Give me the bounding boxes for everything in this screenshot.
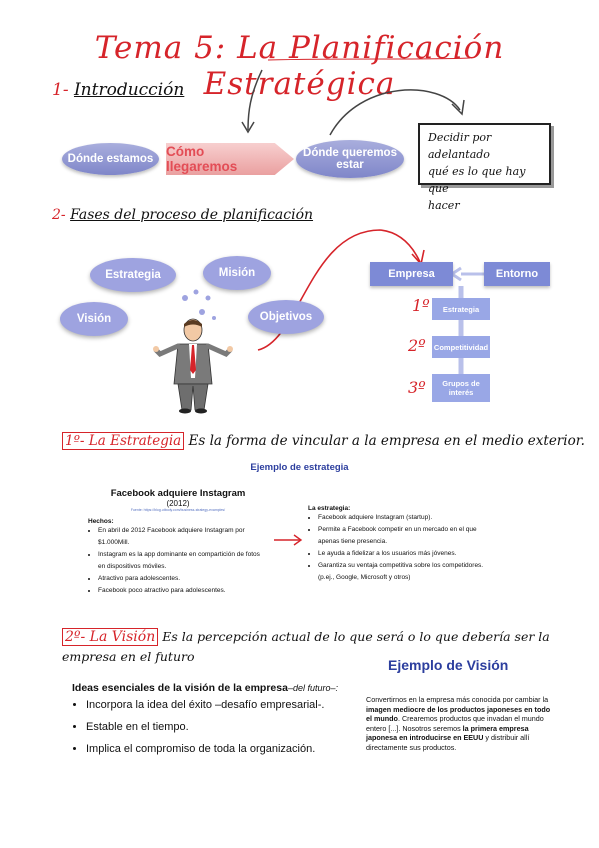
idea-item: Implica el compromiso de toda la organiz… bbox=[86, 738, 362, 760]
ideas-title: Ideas esenciales de la visión de la empr… bbox=[72, 682, 288, 694]
strategy-item: Permite a Facebook competir en un mercad… bbox=[318, 524, 488, 548]
strategy-item: Le ayuda a fidelizar a los usuarios más … bbox=[318, 548, 488, 560]
note-line-2: qué es lo que hay que bbox=[428, 165, 526, 195]
box-entorno: Entorno bbox=[484, 262, 550, 286]
section-number: 2- bbox=[52, 207, 66, 223]
section-label: Fases del proceso de planificación bbox=[70, 207, 314, 223]
step-1-number: 1º bbox=[412, 296, 430, 315]
facebook-example-left: Facebook adquiere Instagram (2012) Fuent… bbox=[88, 488, 268, 597]
vision-quote: Convertirnos en la empresa más conocida … bbox=[366, 695, 556, 752]
strategy-example-title: Ejemplo de estrategia bbox=[250, 462, 349, 473]
section-fases: 2- Fases del proceso de planificación bbox=[52, 207, 313, 223]
businessman-illustration bbox=[153, 318, 233, 414]
fact-item: Facebook poco atractivo para adolescente… bbox=[98, 585, 268, 597]
strategy-label: 1º- La Estrategia bbox=[62, 432, 185, 450]
facts-list: En abril de 2012 Facebook adquiere Insta… bbox=[88, 525, 268, 597]
step-competitividad: Competitividad bbox=[432, 336, 490, 358]
cloud-estrategia: Estrategia bbox=[90, 258, 176, 292]
section-number: 1- bbox=[52, 80, 69, 100]
box-empresa: Empresa bbox=[370, 262, 453, 286]
section-introduccion: 1- Introducción bbox=[52, 80, 184, 100]
vision-heading: 2º- La Visión Es la percepción actual de… bbox=[62, 627, 552, 667]
facebook-source: Fuente: https://blog.utbody.com/business… bbox=[130, 508, 226, 512]
note-line-1: Decidir por adelantado bbox=[428, 131, 492, 161]
strategy-items-list: Facebook adquiere Instagram (startup). P… bbox=[308, 512, 488, 584]
ideas-list: Incorpora la idea del éxito –desafío emp… bbox=[72, 694, 362, 760]
cloud-vision: Visión bbox=[60, 302, 128, 336]
section-label: Introducción bbox=[73, 80, 185, 100]
step-estrategia: Estrategia bbox=[432, 298, 490, 320]
vision-definition: Es la percepción actual de lo que será o… bbox=[62, 629, 550, 664]
idea-item: Incorpora la idea del éxito –desafío emp… bbox=[86, 694, 362, 716]
step-grupos-interes: Grupos de interés bbox=[432, 374, 490, 402]
quote-text: Convertirnos en la empresa más conocida … bbox=[366, 695, 549, 704]
ideas-subtitle: –del futuro–: bbox=[287, 683, 338, 693]
fact-item: En abril de 2012 Facebook adquiere Insta… bbox=[98, 525, 268, 549]
vision-label: 2º- La Visión bbox=[62, 628, 159, 646]
step-2-number: 2º bbox=[408, 336, 426, 355]
fact-item: Atractivo para adolescentes. bbox=[98, 573, 268, 585]
strategy-heading: 1º- La Estrategia Es la forma de vincula… bbox=[62, 432, 585, 450]
idea-item: Estable en el tiempo. bbox=[86, 716, 362, 738]
strategy-definition: Es la forma de vincular a la empresa en … bbox=[188, 433, 585, 449]
strategy-item: Garantiza su ventaja competitiva sobre l… bbox=[318, 560, 488, 584]
flow-current-state: Dónde estamos bbox=[62, 143, 159, 175]
facts-title: Hechos: bbox=[88, 518, 114, 525]
quote-bold: la primera empresa japonesa en introduci… bbox=[366, 723, 529, 743]
facebook-headline: Facebook adquiere Instagram bbox=[110, 488, 246, 499]
vision-example-title: Ejemplo de Visión bbox=[388, 657, 509, 673]
strategy-items-title: La estrategia: bbox=[308, 505, 351, 512]
facebook-year: (2012) bbox=[166, 499, 190, 508]
strategy-item: Facebook adquiere Instagram (startup). bbox=[318, 512, 488, 524]
note-line-3: hacer bbox=[428, 199, 460, 212]
facebook-example-right: La estrategia: Facebook adquiere Instagr… bbox=[308, 505, 488, 584]
vision-ideas: Ideas esenciales de la visión de la empr… bbox=[72, 682, 362, 760]
flow-how: Cómo llegaremos bbox=[166, 143, 294, 175]
cloud-objetivos: Objetivos bbox=[248, 300, 324, 334]
quote-bold: imagen mediocre de los productos japones… bbox=[366, 704, 551, 724]
quote-text: y distribuir allí directamente sus produ… bbox=[366, 733, 530, 752]
cloud-mision: Misión bbox=[203, 256, 271, 290]
definition-note: Decidir por adelantado qué es lo que hay… bbox=[418, 123, 551, 212]
fact-item: Instagram es la app dominante en compart… bbox=[98, 549, 268, 573]
flow-desired-state: Dónde queremos estar bbox=[296, 140, 404, 178]
quote-text: . Crearemos productos que invadan el mun… bbox=[366, 714, 544, 733]
step-3-number: 3º bbox=[408, 378, 426, 397]
